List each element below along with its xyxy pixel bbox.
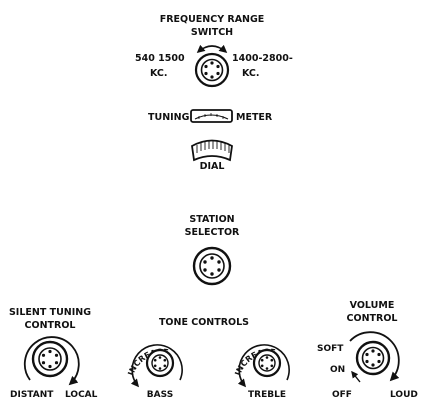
rotation-arrow-icon [23, 336, 80, 386]
volume-control: VOLUME CONTROL SOFT ON OFF LOUD [317, 300, 418, 399]
tuning-meter-left-label: TUNING [148, 112, 190, 123]
volume-on-label: ON [330, 365, 345, 375]
tone-controls: TONE CONTROLS INCREASE BASS INCREASE [126, 317, 290, 399]
rotation-arrow-icon [196, 44, 228, 54]
tuning-meter: TUNING METER [148, 109, 273, 123]
treble-knob[interactable] [252, 348, 282, 378]
low-band-range: 540 1500 [135, 53, 185, 64]
tone-controls-title: TONE CONTROLS [159, 317, 249, 328]
off-arrow-icon [351, 370, 361, 383]
frequency-range-switch: FREQUENCY RANGE SWITCH 540 1500 KC. 1400… [135, 14, 293, 88]
silent-tuning-distant: DISTANT [10, 390, 54, 399]
bass-label: BASS [147, 390, 173, 399]
frequency-range-title: FREQUENCY RANGE [160, 14, 265, 25]
volume-soft-label: SOFT [317, 344, 344, 354]
volume-knob[interactable] [355, 340, 391, 376]
low-band-unit: KC. [150, 68, 168, 79]
silent-tuning-knob[interactable] [31, 340, 69, 378]
station-selector-knob[interactable] [192, 246, 232, 286]
treble-label: TREBLE [248, 390, 286, 399]
station-selector-line1: STATION [189, 214, 234, 225]
volume-control-line2: CONTROL [347, 313, 398, 324]
tuning-meter-right-label: METER [236, 112, 273, 123]
silent-tuning-line1: SILENT TUNING [9, 307, 91, 318]
silent-tuning-line2: CONTROL [25, 320, 76, 331]
meter-window-icon [190, 109, 233, 123]
high-band-unit: KC. [242, 68, 260, 79]
rotation-arrow-icon [349, 331, 400, 382]
dial-scale-icon [191, 139, 233, 162]
station-selector: STATION SELECTOR [185, 214, 240, 286]
silent-tuning-local: LOCAL [65, 390, 98, 399]
dial-label: DIAL [200, 161, 225, 172]
volume-loud-label: LOUD [390, 390, 418, 399]
bass-knob[interactable] [145, 348, 175, 378]
frequency-switch-knob[interactable] [194, 52, 230, 88]
rotation-arrow-icon [130, 344, 183, 388]
silent-tuning-control: SILENT TUNING CONTROL DISTANT LOCAL [9, 307, 98, 399]
high-band-range: 1400-2800- [232, 53, 293, 64]
frequency-switch-title: SWITCH [191, 27, 233, 38]
rotation-arrow-icon [237, 344, 290, 388]
volume-off-label: OFF [332, 390, 352, 399]
station-selector-line2: SELECTOR [185, 227, 240, 238]
volume-control-line1: VOLUME [350, 300, 395, 311]
dial[interactable]: DIAL [191, 139, 233, 173]
